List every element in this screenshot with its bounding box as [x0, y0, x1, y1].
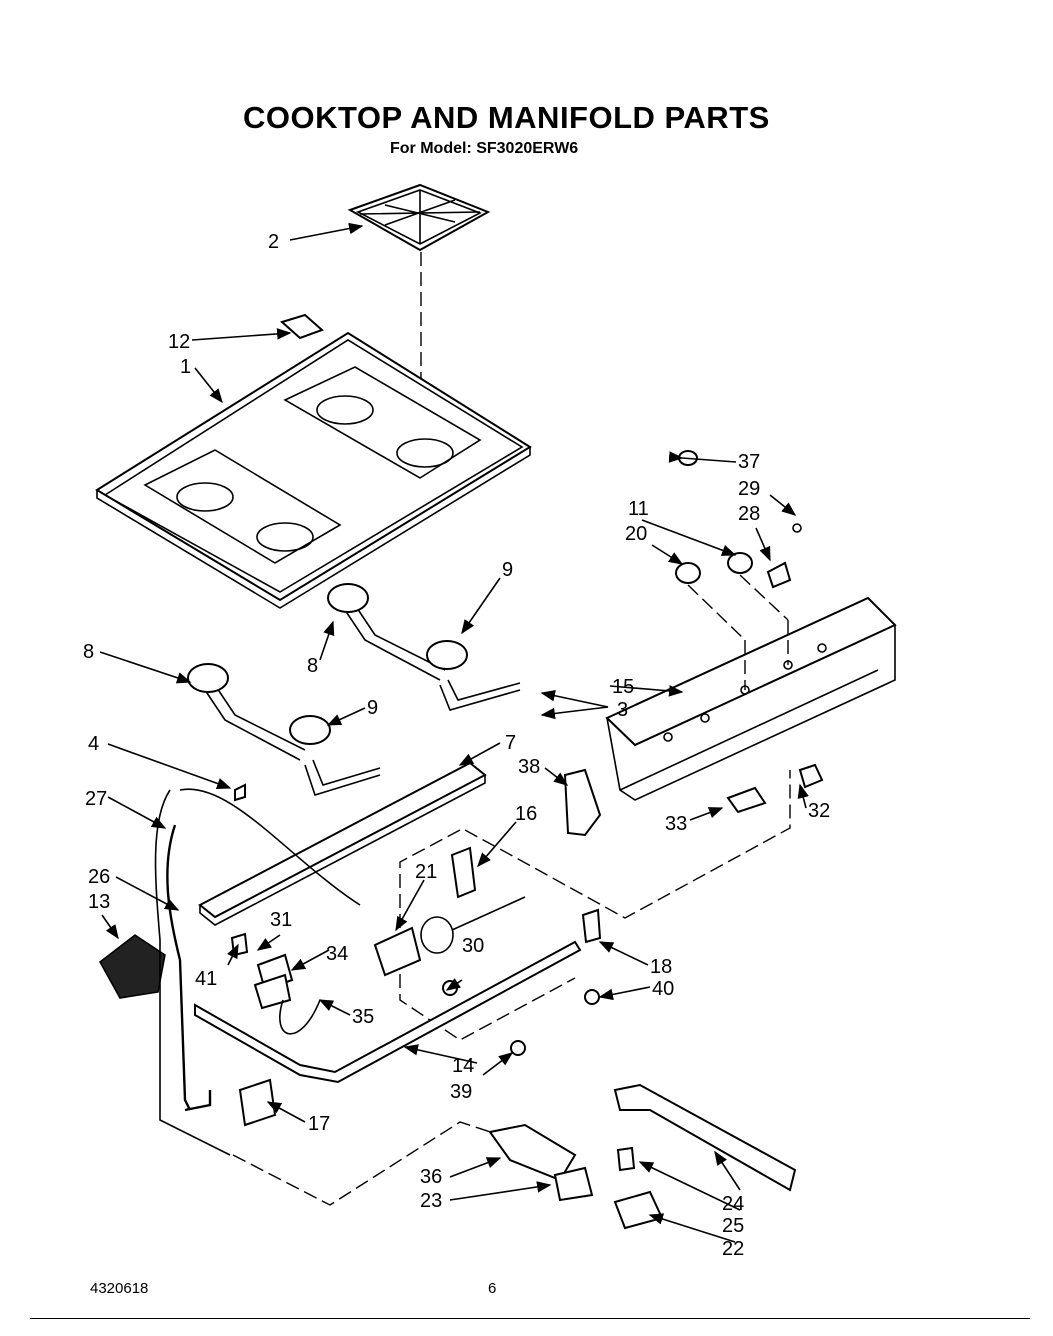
callout-32: 32: [808, 800, 830, 822]
spring-21: [420, 916, 454, 954]
callout-38: 38: [518, 756, 540, 778]
thermocouple-probe: [451, 896, 526, 931]
callout-40: 40: [652, 978, 674, 1000]
callout-8-front: 8: [83, 641, 94, 663]
bracket-18: [581, 908, 602, 944]
shield-38: [563, 768, 602, 837]
callout-28: 28: [738, 503, 760, 525]
callout-21: 21: [415, 861, 437, 883]
igniter-16: [450, 846, 477, 899]
callout-8-rear: 8: [307, 655, 318, 677]
rear-burner-assembly: [327, 583, 521, 711]
callout-35: 35: [352, 1006, 374, 1028]
knob-11: [727, 552, 753, 574]
leader-lines: [99, 222, 809, 1243]
callout-25: 25: [722, 1215, 744, 1237]
callout-numbers: 2 12 1 8 8 9 9 4 7 27 26 13 15 3 38 16 2…: [83, 231, 830, 1260]
igniter-23: [553, 1166, 594, 1202]
regulator-13: [99, 934, 166, 999]
callout-11: 11: [628, 498, 649, 520]
callout-9-rear: 9: [502, 559, 513, 581]
page-title: COOKTOP AND MANIFOLD PARTS: [243, 100, 770, 135]
oven-burner-24: [613, 1083, 797, 1192]
knob-20: [675, 562, 701, 584]
callout-12: 12: [168, 331, 190, 353]
callout-15: 15: [612, 676, 634, 698]
tube-26: [154, 789, 231, 1156]
burner-support-7: [198, 761, 487, 926]
callout-39: 39: [450, 1081, 472, 1103]
callout-3: 3: [617, 699, 628, 721]
callout-36: 36: [420, 1166, 442, 1188]
callout-23: 23: [420, 1190, 442, 1212]
spark-module-22: [613, 1190, 664, 1230]
bottom-divider: [30, 1318, 1030, 1319]
callout-13: 13: [88, 891, 110, 913]
callout-18: 18: [650, 956, 672, 978]
callout-29: 29: [738, 478, 760, 500]
tube-27-end: [184, 1090, 212, 1112]
knob-11-guide: [739, 574, 789, 621]
clip-25: [616, 1146, 636, 1172]
manifold-pipe-14: [194, 940, 582, 1084]
valve-21: [373, 926, 422, 977]
bracket-32: [798, 763, 824, 789]
screw-40: [584, 989, 600, 1005]
knob-20-guide: [687, 584, 746, 641]
bracket-17: [238, 1078, 277, 1127]
wire-path-a: [464, 770, 791, 919]
callout-2: 2: [268, 231, 279, 253]
cooktop: [95, 331, 532, 609]
callout-30: 30: [462, 935, 484, 957]
callout-37: 37: [738, 451, 760, 473]
burner-grate: [347, 183, 491, 252]
callout-17: 17: [308, 1113, 330, 1135]
document-number: 4320618: [90, 1280, 149, 1297]
callout-9-front: 9: [367, 697, 378, 719]
callout-26: 26: [88, 866, 110, 888]
igniter-shield-36: [488, 1123, 577, 1182]
callout-41: 41: [195, 968, 217, 990]
lead-35: [279, 999, 321, 1035]
wire-path-b: [399, 829, 576, 1041]
switch-28: [766, 561, 792, 589]
callout-14: 14: [452, 1055, 474, 1077]
model-subtitle: For Model: SF3020ERW6: [390, 140, 579, 157]
callout-24: 24: [722, 1193, 744, 1215]
callout-7: 7: [505, 732, 516, 754]
callout-31: 31: [270, 909, 292, 931]
manifold-panel-15: [605, 596, 897, 801]
callout-4: 4: [88, 733, 99, 755]
tube-upper: [179, 788, 361, 906]
screw-39: [510, 1040, 526, 1056]
page-number: 6: [488, 1280, 497, 1297]
callout-16: 16: [515, 803, 537, 825]
bracket-12: [280, 313, 324, 340]
callout-1: 1: [180, 356, 191, 378]
bracket-33: [726, 786, 767, 814]
front-burner-assembly: [187, 663, 381, 796]
screw-29: [792, 523, 802, 533]
callout-34: 34: [326, 943, 348, 965]
callout-27: 27: [85, 788, 107, 810]
nut-4: [234, 783, 246, 802]
ignition-module-34: [253, 973, 292, 1010]
callout-33: 33: [665, 813, 687, 835]
callout-20: 20: [625, 523, 647, 545]
callout-22: 22: [722, 1238, 744, 1260]
tube-27: [166, 824, 192, 1111]
